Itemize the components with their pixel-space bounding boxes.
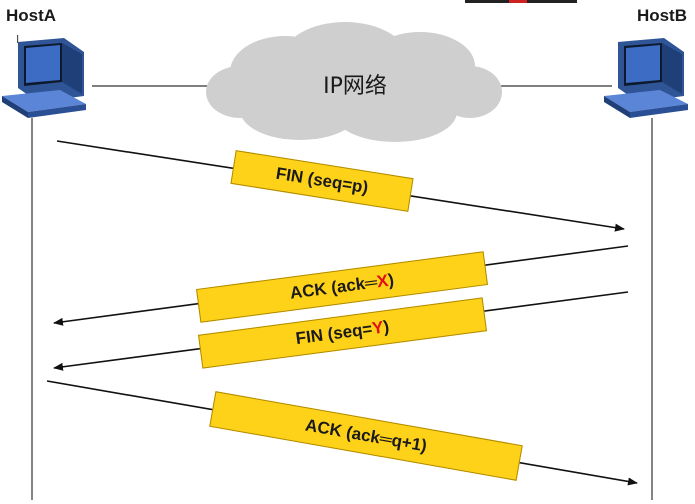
hostA-label: HostA <box>6 6 57 25</box>
msg-fin-text: FIN (seq= <box>274 163 354 195</box>
msg-fin-y-text: FIN (seq= <box>294 319 374 349</box>
hostB-label: HostB <box>636 6 687 25</box>
msg-ack-x-close: ) <box>386 270 396 290</box>
network-label: IP网络 <box>323 74 387 99</box>
msg-fin-y-close: ) <box>382 316 391 337</box>
computer-icon <box>2 38 86 118</box>
msg-ack-x-text: ACK (ack═ <box>288 272 379 303</box>
top-mark <box>465 0 577 3</box>
msg-fin-value: p) <box>350 175 370 198</box>
computer-icon <box>604 38 688 118</box>
ip-network-cloud <box>206 22 502 142</box>
cursor-icon: Ι <box>16 33 20 46</box>
top-mark-red <box>509 0 527 3</box>
